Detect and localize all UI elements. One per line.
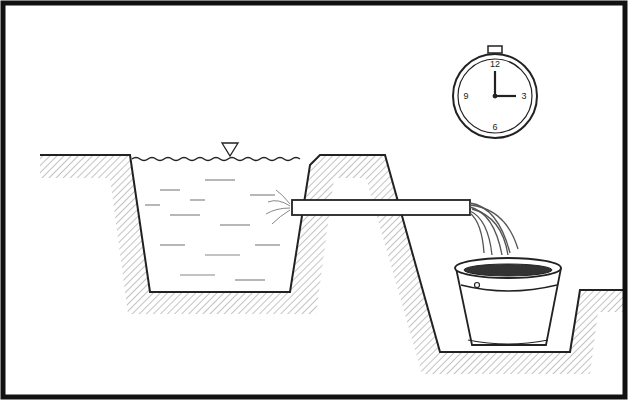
clock-number: 12 bbox=[490, 60, 500, 69]
water bbox=[134, 160, 308, 292]
inflow-lines bbox=[266, 190, 290, 224]
bucket bbox=[455, 258, 561, 345]
frame bbox=[3, 3, 625, 397]
water-jet bbox=[470, 203, 518, 255]
pipe bbox=[292, 200, 470, 215]
ground-profile bbox=[40, 155, 623, 352]
clock-number: 6 bbox=[492, 123, 497, 132]
soil bbox=[40, 155, 623, 374]
clock-number: 3 bbox=[521, 92, 526, 101]
clock-number: 9 bbox=[463, 92, 468, 101]
water-streaks bbox=[145, 180, 280, 280]
water-level-marker bbox=[222, 143, 238, 156]
water-surface bbox=[132, 158, 300, 161]
stopwatch bbox=[453, 46, 537, 138]
